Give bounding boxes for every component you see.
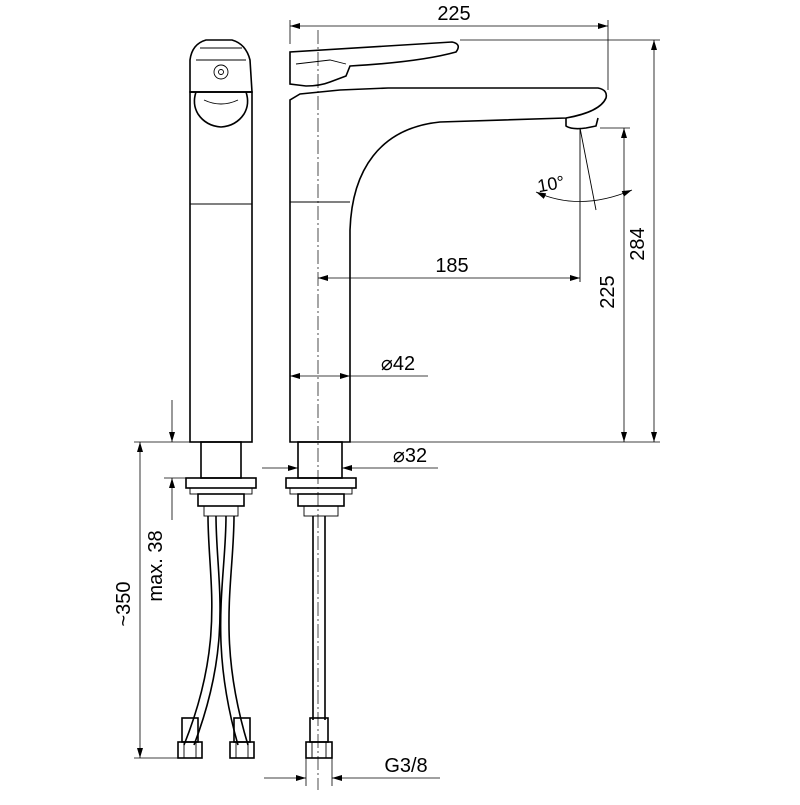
label-spout-reach: 185 bbox=[435, 255, 468, 277]
label-spout-height: 225 bbox=[597, 275, 619, 308]
label-hose-length: ~350 bbox=[113, 581, 135, 626]
dimension-lines bbox=[134, 20, 660, 786]
front-body-spout bbox=[289, 87, 608, 443]
front-mounting-nut bbox=[285, 477, 357, 489]
front-hose bbox=[312, 516, 326, 720]
label-body-diameter: ⌀42 bbox=[381, 353, 415, 375]
front-lever bbox=[289, 41, 460, 87]
side-mounting-nut bbox=[185, 477, 257, 489]
front-hose-fitting bbox=[305, 717, 333, 759]
side-hose-fitting-left bbox=[177, 717, 203, 759]
label-thread: G3/8 bbox=[384, 755, 427, 777]
side-body bbox=[189, 91, 253, 443]
side-lever-screw bbox=[213, 64, 229, 80]
label-max-counter-thickness: max. 38 bbox=[145, 530, 167, 601]
front-aerator bbox=[565, 117, 599, 130]
front-base-connector bbox=[297, 441, 343, 479]
side-base-connector bbox=[200, 441, 242, 479]
label-spout-angle: 10° bbox=[536, 172, 566, 196]
label-base-diameter: ⌀32 bbox=[393, 445, 427, 467]
side-hose-right bbox=[219, 515, 239, 746]
label-total-length: 225 bbox=[437, 3, 470, 25]
side-lever-head bbox=[189, 39, 253, 93]
front-view bbox=[285, 30, 608, 790]
side-view bbox=[177, 39, 257, 759]
dimension-labels: 225 185 225 284 ⌀42 ⌀32 10° ~350 max. 38… bbox=[113, 3, 649, 777]
side-hose-left bbox=[183, 515, 213, 746]
side-hose-fitting-right bbox=[229, 717, 255, 759]
label-total-height: 284 bbox=[627, 227, 649, 260]
